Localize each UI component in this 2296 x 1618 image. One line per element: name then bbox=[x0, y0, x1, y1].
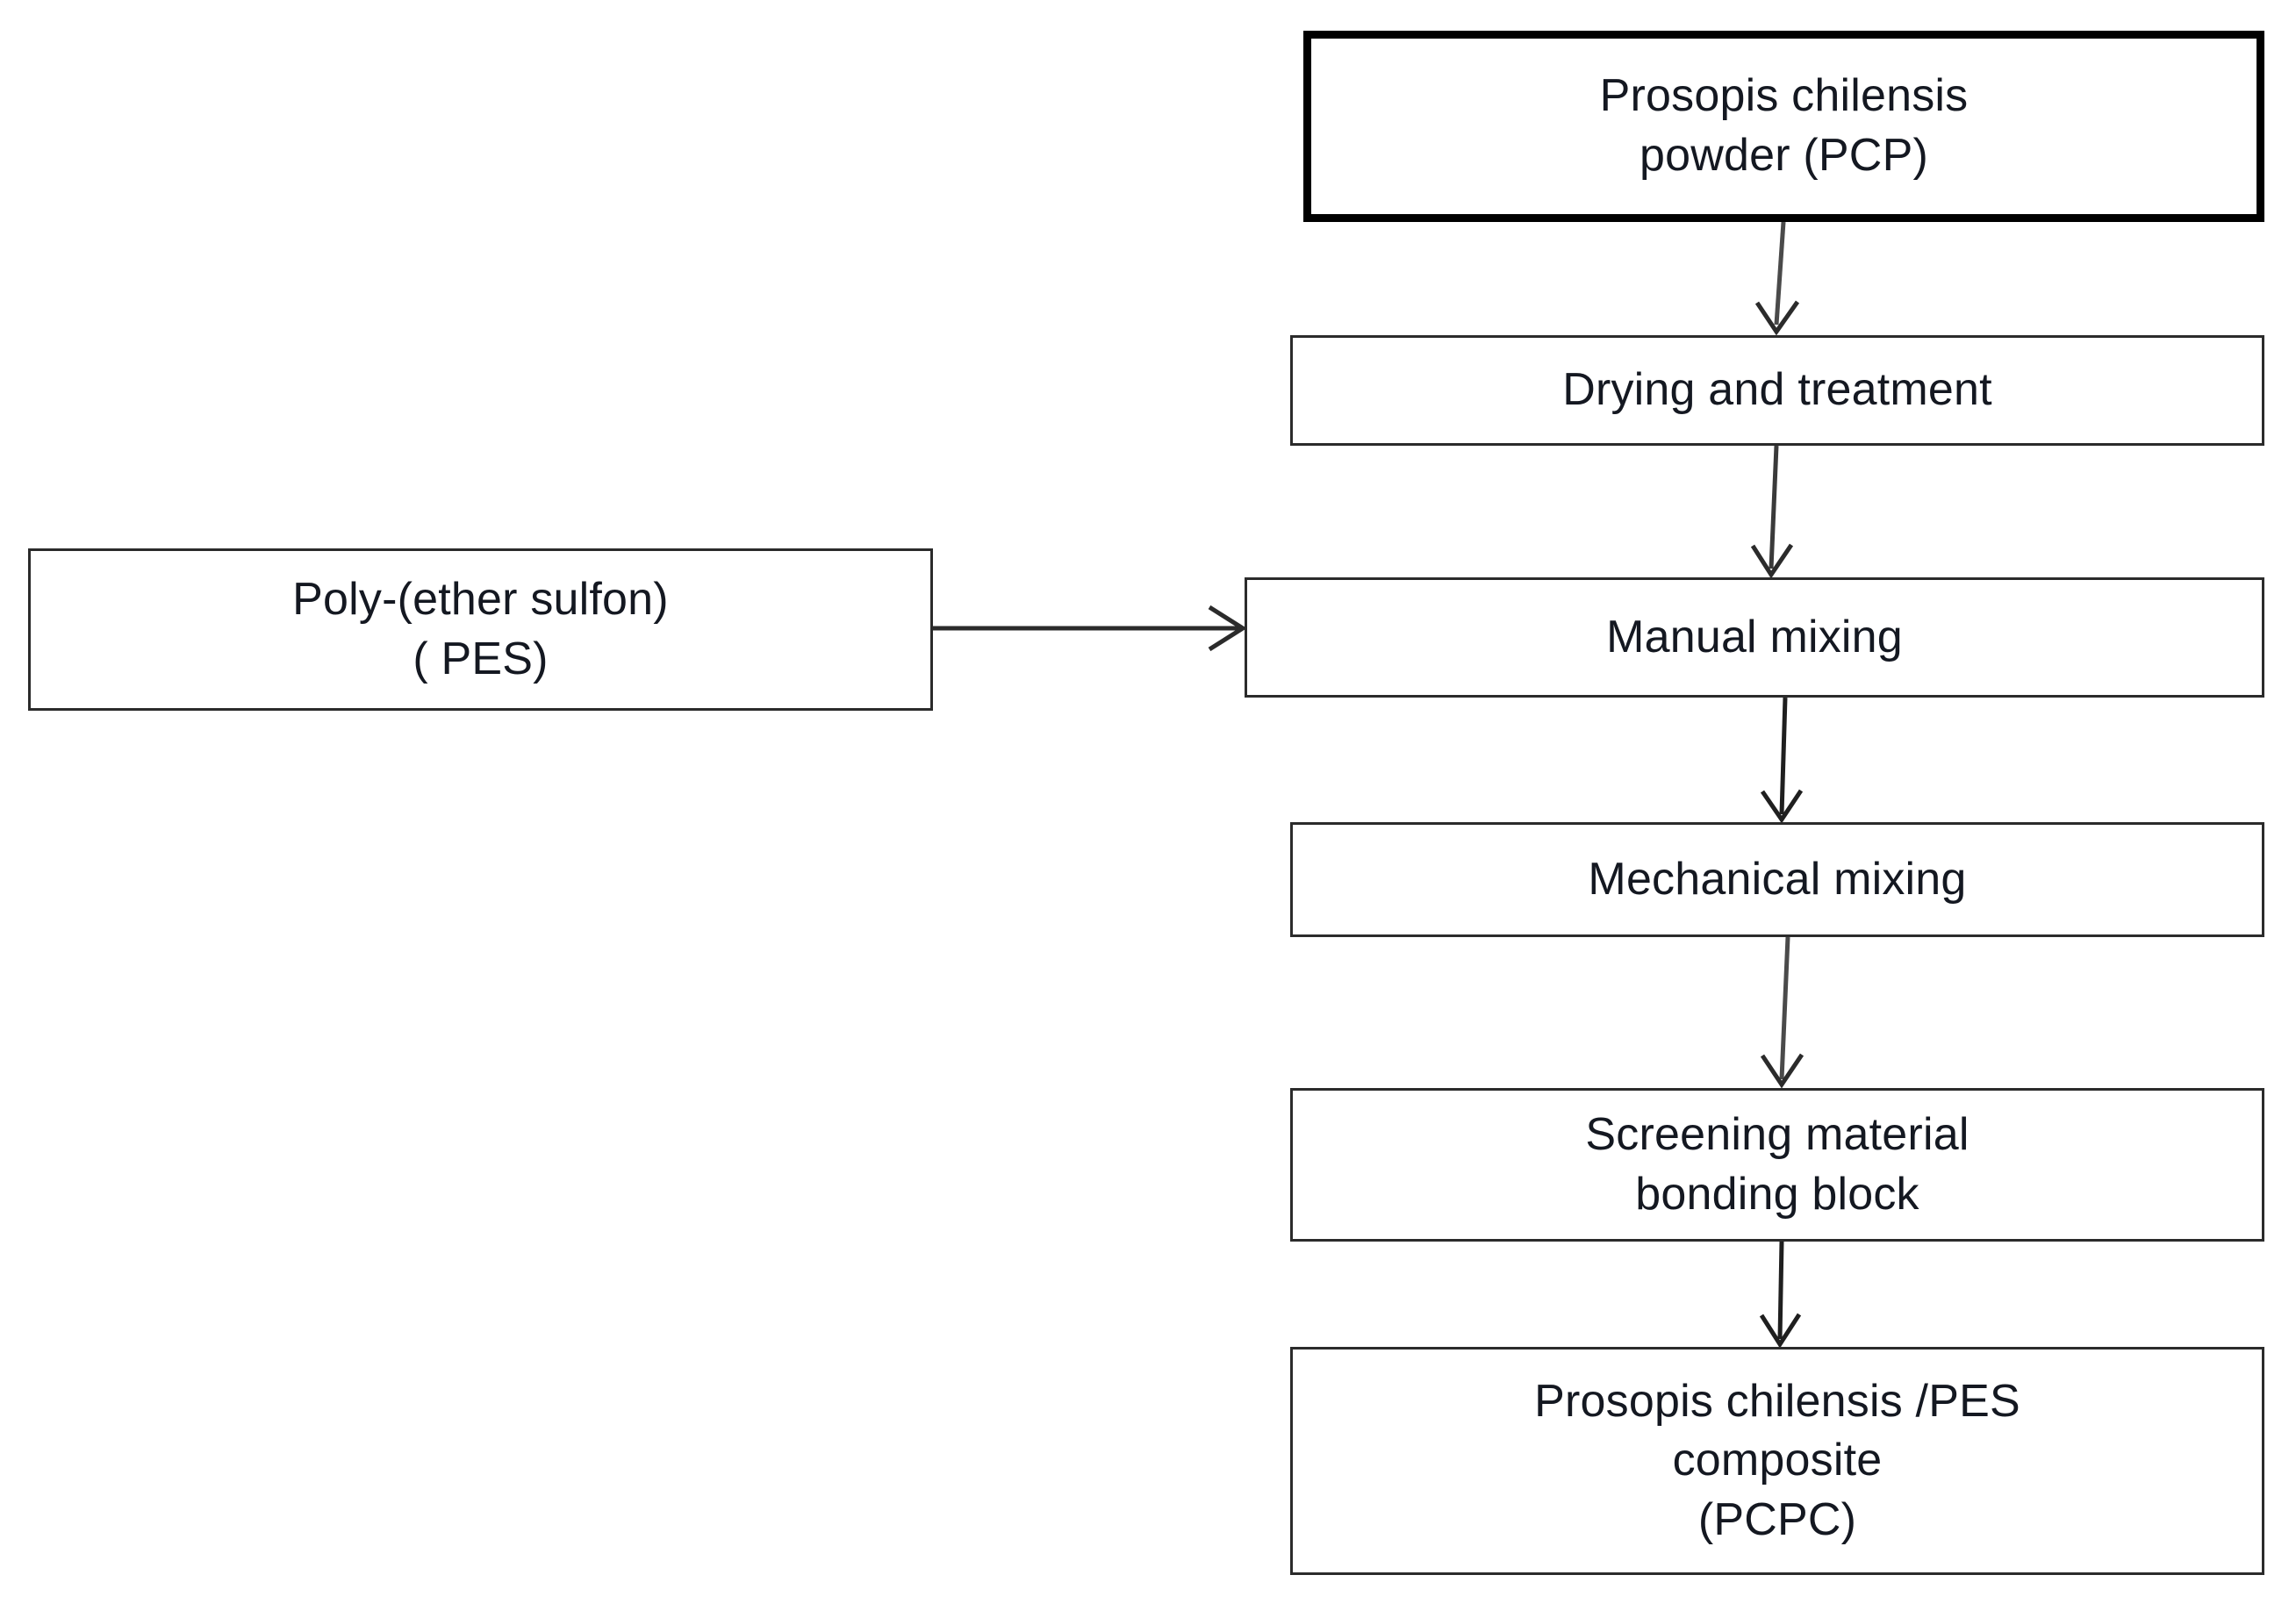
node-poly-ether-sulfon[interactable]: Poly-(ether sulfon) ( PES) bbox=[28, 548, 933, 711]
edge-manual-to-mechanical-mixing bbox=[1760, 697, 1804, 824]
node-label-prosopis-chilensis-pes-composite: Prosopis chilensis /PES composite (PCPC) bbox=[1534, 1375, 2020, 1545]
node-drying-and-treatment[interactable]: Drying and treatment bbox=[1290, 335, 2264, 446]
node-label-poly-ether-sulfon: Poly-(ether sulfon) ( PES) bbox=[292, 573, 669, 684]
node-prosopis-chilensis-powder[interactable]: Prosopis chilensis powder (PCP) bbox=[1303, 31, 2264, 222]
edge-pes-to-manual-mixing bbox=[933, 605, 1247, 652]
edge-drying-to-manual-mixing bbox=[1750, 445, 1794, 579]
node-prosopis-chilensis-pes-composite[interactable]: Prosopis chilensis /PES composite (PCPC) bbox=[1290, 1347, 2264, 1575]
node-label-drying-and-treatment: Drying and treatment bbox=[1562, 364, 1992, 416]
edge-screening-to-pcpc bbox=[1759, 1241, 1802, 1349]
node-label-screening-material-bonding-block: Screening material bonding block bbox=[1585, 1108, 1970, 1220]
node-label-prosopis-chilensis-powder: Prosopis chilensis powder (PCP) bbox=[1599, 70, 1969, 181]
node-label-manual-mixing: Manual mixing bbox=[1606, 611, 1903, 662]
node-label-mechanical-mixing: Mechanical mixing bbox=[1588, 853, 1967, 905]
node-mechanical-mixing[interactable]: Mechanical mixing bbox=[1290, 822, 2264, 937]
edge-pcp-to-drying bbox=[1754, 221, 1800, 336]
node-screening-material-bonding-block[interactable]: Screening material bonding block bbox=[1290, 1088, 2264, 1242]
edge-mechanical-to-screening bbox=[1760, 936, 1805, 1089]
node-manual-mixing[interactable]: Manual mixing bbox=[1245, 577, 2264, 698]
